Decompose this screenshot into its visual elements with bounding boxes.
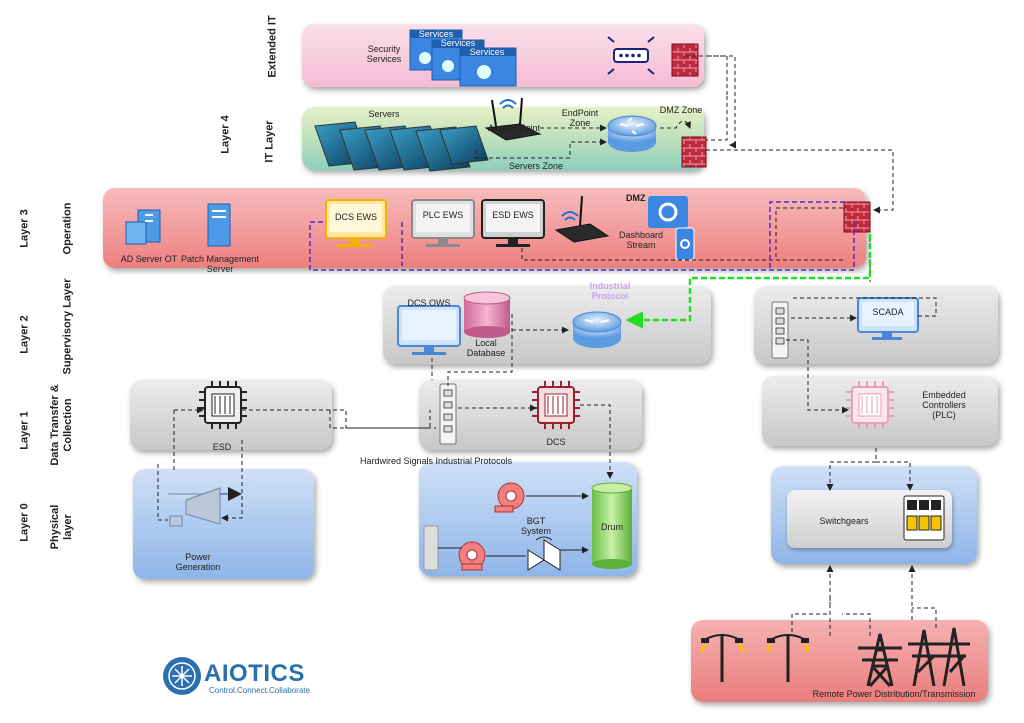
services-icon-stack bbox=[409, 29, 517, 87]
io-module-icon-right bbox=[771, 301, 789, 359]
transmission-tower-icon bbox=[858, 633, 902, 688]
services-label-3: Services bbox=[469, 47, 505, 57]
aiotics-logo-tagline: Control.Connect.Collaborate bbox=[209, 686, 310, 695]
power-generation-panel bbox=[133, 469, 314, 579]
street-light-icon-2 bbox=[765, 634, 811, 682]
dcs-ews-label: DCS EWS bbox=[334, 212, 377, 222]
street-light-icon-1 bbox=[699, 634, 745, 682]
esd-label: ESD bbox=[212, 442, 232, 452]
green-link bbox=[625, 234, 872, 329]
servers-icon-group bbox=[314, 121, 489, 172]
esd-chip-icon bbox=[199, 381, 247, 429]
dmz-zone-label: DMZ Zone bbox=[659, 105, 703, 115]
firewall-icon-ext bbox=[671, 43, 699, 77]
patch-management-label: Patch Management Server bbox=[180, 254, 260, 274]
turbine-icon bbox=[168, 487, 242, 527]
router-icon-sup bbox=[572, 311, 622, 348]
scada-label: SCADA bbox=[872, 307, 904, 317]
switchgear-breaker-icon bbox=[903, 495, 945, 541]
security-services-label: Security Services bbox=[366, 44, 402, 64]
switchgears-label: Switchgears bbox=[819, 516, 869, 526]
aiotics-logo-name: AIOTICS bbox=[204, 660, 305, 687]
servers-zone-label: Servers Zone bbox=[508, 161, 564, 171]
dashboard-icon bbox=[648, 196, 695, 261]
access-point-icon bbox=[484, 97, 542, 141]
embedded-controllers-label: Embedded Controllers (PLC) bbox=[922, 390, 966, 420]
endpoint-zone-label: EndPoint Zone bbox=[561, 108, 599, 128]
dcs-label: DCS bbox=[546, 437, 566, 447]
industrial-protocol-label: Industrial Protocol bbox=[589, 281, 631, 301]
power-generation-label: Power Generation bbox=[175, 552, 221, 572]
drum-label: Drum bbox=[601, 522, 623, 532]
drum-icon bbox=[591, 482, 633, 569]
dmz-label: DMZ bbox=[626, 193, 646, 203]
plc-chip-icon bbox=[846, 381, 894, 429]
wireless-router-icon-ops bbox=[554, 195, 610, 243]
esd-ews-monitor bbox=[481, 199, 545, 247]
router-icon-it bbox=[607, 115, 657, 152]
dcs-ows-label: DCS OWS bbox=[407, 298, 451, 308]
dcs-ews-monitor bbox=[325, 199, 387, 247]
plc-ews-monitor bbox=[411, 199, 475, 247]
services-label-2: Services bbox=[440, 38, 476, 48]
database-icon bbox=[463, 291, 511, 338]
purple-link bbox=[309, 201, 855, 271]
dashboard-stream-label: Dashboard Stream bbox=[618, 230, 664, 250]
firewall-icon-dmz bbox=[681, 136, 707, 168]
bgt-system-label: BGT System bbox=[520, 516, 551, 536]
dcs-ows-monitor bbox=[397, 305, 461, 355]
tank-icon bbox=[423, 525, 439, 571]
local-database-label: Local Database bbox=[466, 338, 506, 358]
plc-ews-label: PLC EWS bbox=[422, 210, 464, 220]
substation-icon bbox=[908, 627, 970, 687]
firewall-icon-ops bbox=[843, 201, 871, 233]
solid-connectors bbox=[438, 492, 588, 556]
access-point-label: Access Point bbox=[487, 123, 541, 133]
patch-server-icon bbox=[207, 203, 231, 247]
io-module-icon-mid bbox=[439, 383, 457, 445]
pump-icon-top bbox=[494, 482, 525, 513]
pump-icon-bottom bbox=[458, 541, 486, 571]
remote-distribution-label: Remote Power Distribution/Transmission bbox=[812, 689, 976, 699]
services-label-1: Services bbox=[418, 29, 454, 39]
ad-server-label: AD Server OT bbox=[120, 254, 178, 264]
remote-distribution-panel bbox=[691, 620, 988, 702]
dashed-connectors bbox=[157, 55, 937, 636]
aiotics-logo-icon bbox=[163, 657, 201, 695]
hardwired-signals-label: Hardwired Signals Industrial Protocols bbox=[360, 456, 513, 466]
servers-label: Servers bbox=[368, 109, 400, 119]
dcs-chip-icon bbox=[532, 381, 580, 429]
scada-monitor bbox=[857, 297, 919, 340]
network-switch-icon bbox=[607, 36, 655, 75]
esd-ews-label: ESD EWS bbox=[492, 210, 534, 220]
ad-server-icon bbox=[125, 209, 161, 245]
valve-icon bbox=[527, 536, 561, 571]
